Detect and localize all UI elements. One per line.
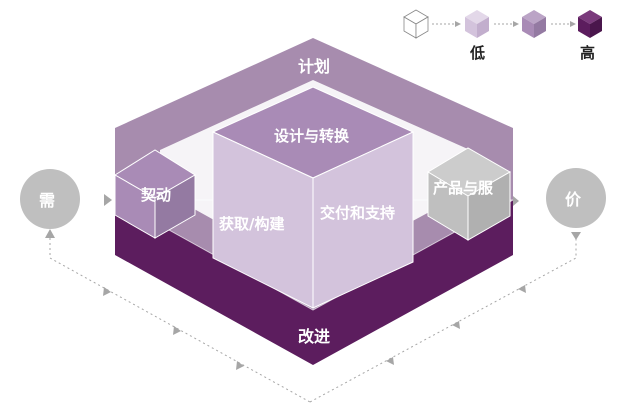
demand-arrow — [104, 194, 112, 206]
legend-cube-light — [465, 10, 489, 38]
feedback-loop — [45, 229, 581, 403]
demand-circle — [20, 169, 80, 229]
central-block — [211, 86, 415, 309]
design-label: 设计与转换 — [274, 127, 350, 145]
legend-cube-dark — [578, 10, 602, 38]
deliver-label: 交付和支持 — [320, 204, 395, 222]
plan-label: 计划 — [298, 57, 330, 76]
demand-label: 需 — [39, 191, 55, 210]
legend-cube-white — [403, 9, 429, 39]
legend-cube-mid — [522, 10, 546, 38]
deliver-face — [312, 131, 414, 309]
improve-label: 改进 — [298, 327, 330, 346]
obtain-label: 获取/构建 — [219, 215, 285, 233]
legend-high-label: 高 — [580, 44, 595, 62]
loop-arrow-down — [571, 232, 581, 240]
engage-cube — [114, 149, 196, 239]
products-cube — [427, 147, 512, 241]
value-circle — [546, 168, 606, 228]
improve-base — [115, 200, 513, 365]
value-arrow — [513, 196, 519, 206]
engage-label: 契动 — [140, 186, 171, 204]
legend-low-label: 低 — [469, 44, 485, 62]
value-label: 价 — [565, 190, 582, 209]
loop-arrow-up — [45, 229, 55, 238]
legend: 低 高 — [403, 9, 602, 62]
products-label: 产品与服 — [433, 179, 494, 197]
